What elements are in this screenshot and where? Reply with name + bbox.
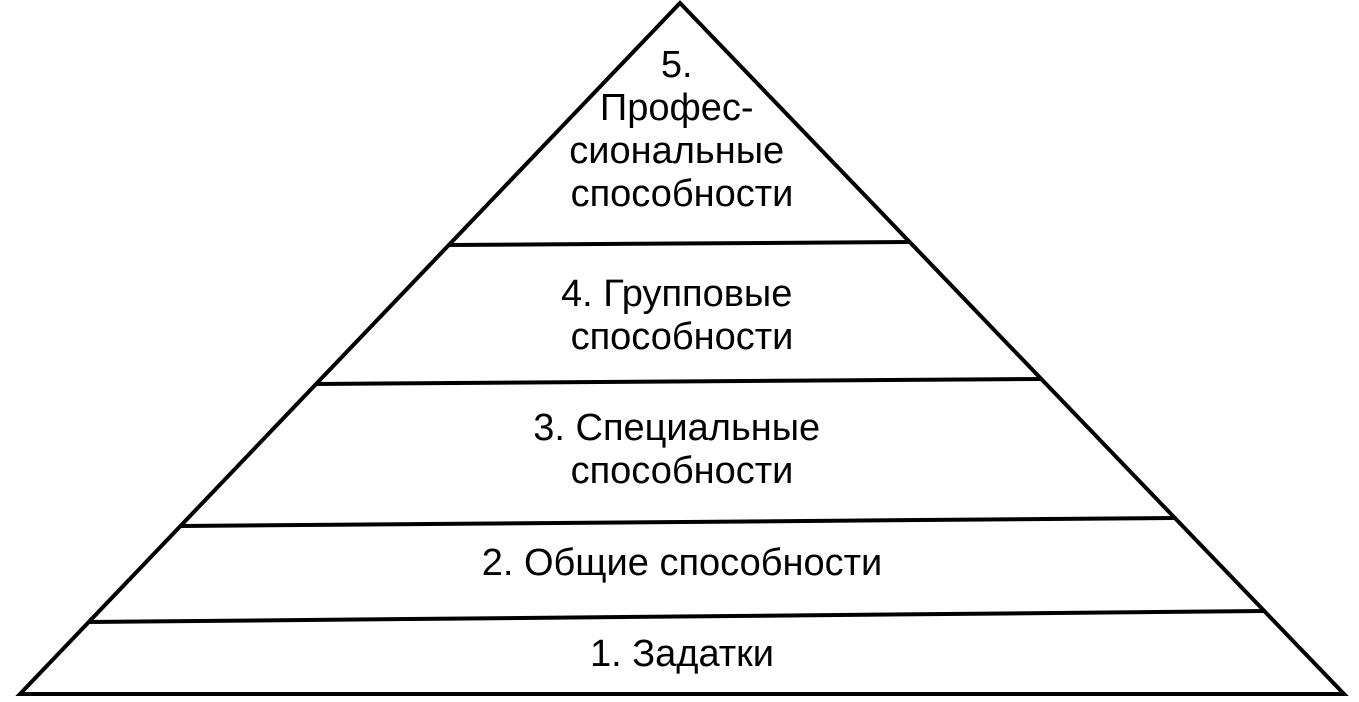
level-4-line-2: способности bbox=[571, 316, 794, 358]
level-4-line-1: 4. Групповые bbox=[561, 273, 792, 315]
level-2-label: 2. Общие способности bbox=[482, 542, 883, 584]
level-divider-1 bbox=[448, 240, 910, 247]
level-dividers bbox=[88, 240, 1265, 624]
level-2-line-1: 2. Общие способности bbox=[482, 542, 883, 584]
level-5-line-4: способности bbox=[571, 173, 794, 215]
level-divider-3 bbox=[180, 516, 1175, 528]
level-divider-2 bbox=[316, 377, 1042, 386]
level-5-line-1: 5. bbox=[661, 44, 693, 86]
level-5-line-2: Профес- bbox=[600, 87, 754, 129]
level-5-line-3: сиональные bbox=[569, 130, 784, 172]
level-divider-4 bbox=[88, 609, 1265, 624]
level-1-line-1: 1. Задатки bbox=[590, 633, 774, 675]
level-1-label: 1. Задатки bbox=[590, 633, 774, 675]
level-3-line-2: способности bbox=[571, 450, 794, 492]
level-labels: 1. Задатки 2. Общие способности 3. Специ… bbox=[482, 44, 883, 675]
level-3-line-1: 3. Специальные bbox=[533, 407, 820, 449]
level-5-label: 5. Профес- сиональные способности bbox=[569, 44, 794, 215]
level-3-label: 3. Специальные способности bbox=[533, 407, 831, 492]
level-4-label: 4. Групповые способности bbox=[561, 273, 803, 358]
